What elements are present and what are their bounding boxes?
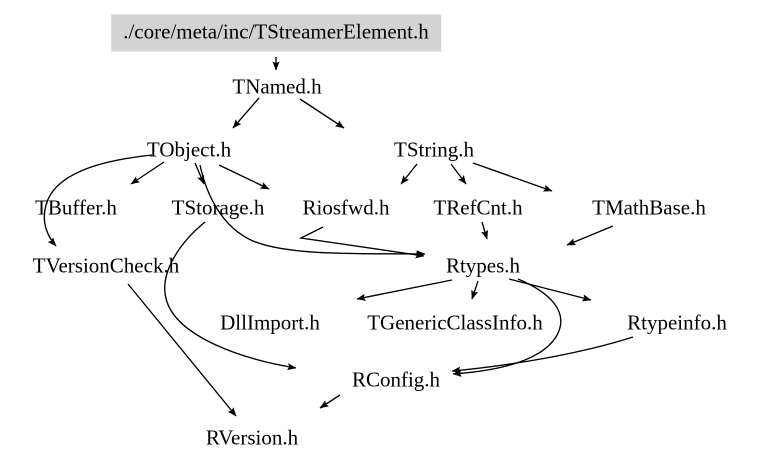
- edge-rtypes-dllimport: [356, 279, 453, 301]
- edge-tobject-tversioncheck: [43, 154, 153, 247]
- edge-tmathbase-rtypes: [566, 225, 614, 246]
- edge-tversioncheck-rversion: [127, 283, 237, 417]
- node-tnamed[interactable]: TNamed.h: [232, 74, 322, 99]
- edge-rtypes-rtypeinfo: [508, 278, 592, 302]
- node-rtypes[interactable]: Rtypes.h: [445, 253, 521, 278]
- node-riosfwd[interactable]: Riosfwd.h: [302, 195, 390, 220]
- edge-tnamed-tobject: [232, 97, 260, 129]
- node-rversion[interactable]: RVersion.h: [205, 425, 299, 450]
- node-tobject[interactable]: TObject.h: [146, 137, 232, 162]
- edge-riosfwd-rtypes: [298, 226, 425, 259]
- node-root-tstreamerelement[interactable]: ./core/meta/inc/TStreamerElement.h: [111, 14, 441, 52]
- node-tmathbase[interactable]: TMathBase.h: [592, 195, 706, 220]
- edge-tnamed-tstring: [299, 98, 345, 129]
- edge-tobject-rtypes: [199, 164, 426, 258]
- edge-tstring-tmathbase: [472, 162, 553, 192]
- edge-tstring-riosfwd: [400, 163, 418, 185]
- node-tgenericclassinfo[interactable]: TGenericClassInfo.h: [367, 310, 543, 335]
- node-rtypeinfo[interactable]: Rtypeinfo.h: [627, 310, 727, 335]
- edge-tstring-trefcnt: [450, 163, 467, 185]
- edge-rconfig-rversion: [319, 394, 341, 409]
- edge-tobject-tstorage: [194, 162, 205, 185]
- edge-tstorage-rconfig: [164, 221, 297, 371]
- node-tstorage[interactable]: TStorage.h: [171, 195, 265, 220]
- edge-rtypes-rconfig: [452, 278, 562, 377]
- node-trefcnt[interactable]: TRefCnt.h: [433, 195, 523, 220]
- node-tstring[interactable]: TString.h: [394, 137, 474, 162]
- node-rconfig[interactable]: RConfig.h: [351, 367, 441, 392]
- node-tbuffer[interactable]: TBuffer.h: [35, 195, 117, 220]
- edge-trefcnt-rtypes: [481, 221, 489, 240]
- edge-tobject-tbuffer: [130, 161, 165, 185]
- edge-rtypes-tgenericclassinfo: [471, 280, 479, 300]
- node-tversioncheck[interactable]: TVersionCheck.h: [32, 253, 180, 278]
- edge-rtypeinfo-rconfig: [451, 336, 634, 374]
- node-dllimport[interactable]: DllImport.h: [220, 310, 320, 335]
- edge-tobject-riosfwd: [218, 164, 270, 190]
